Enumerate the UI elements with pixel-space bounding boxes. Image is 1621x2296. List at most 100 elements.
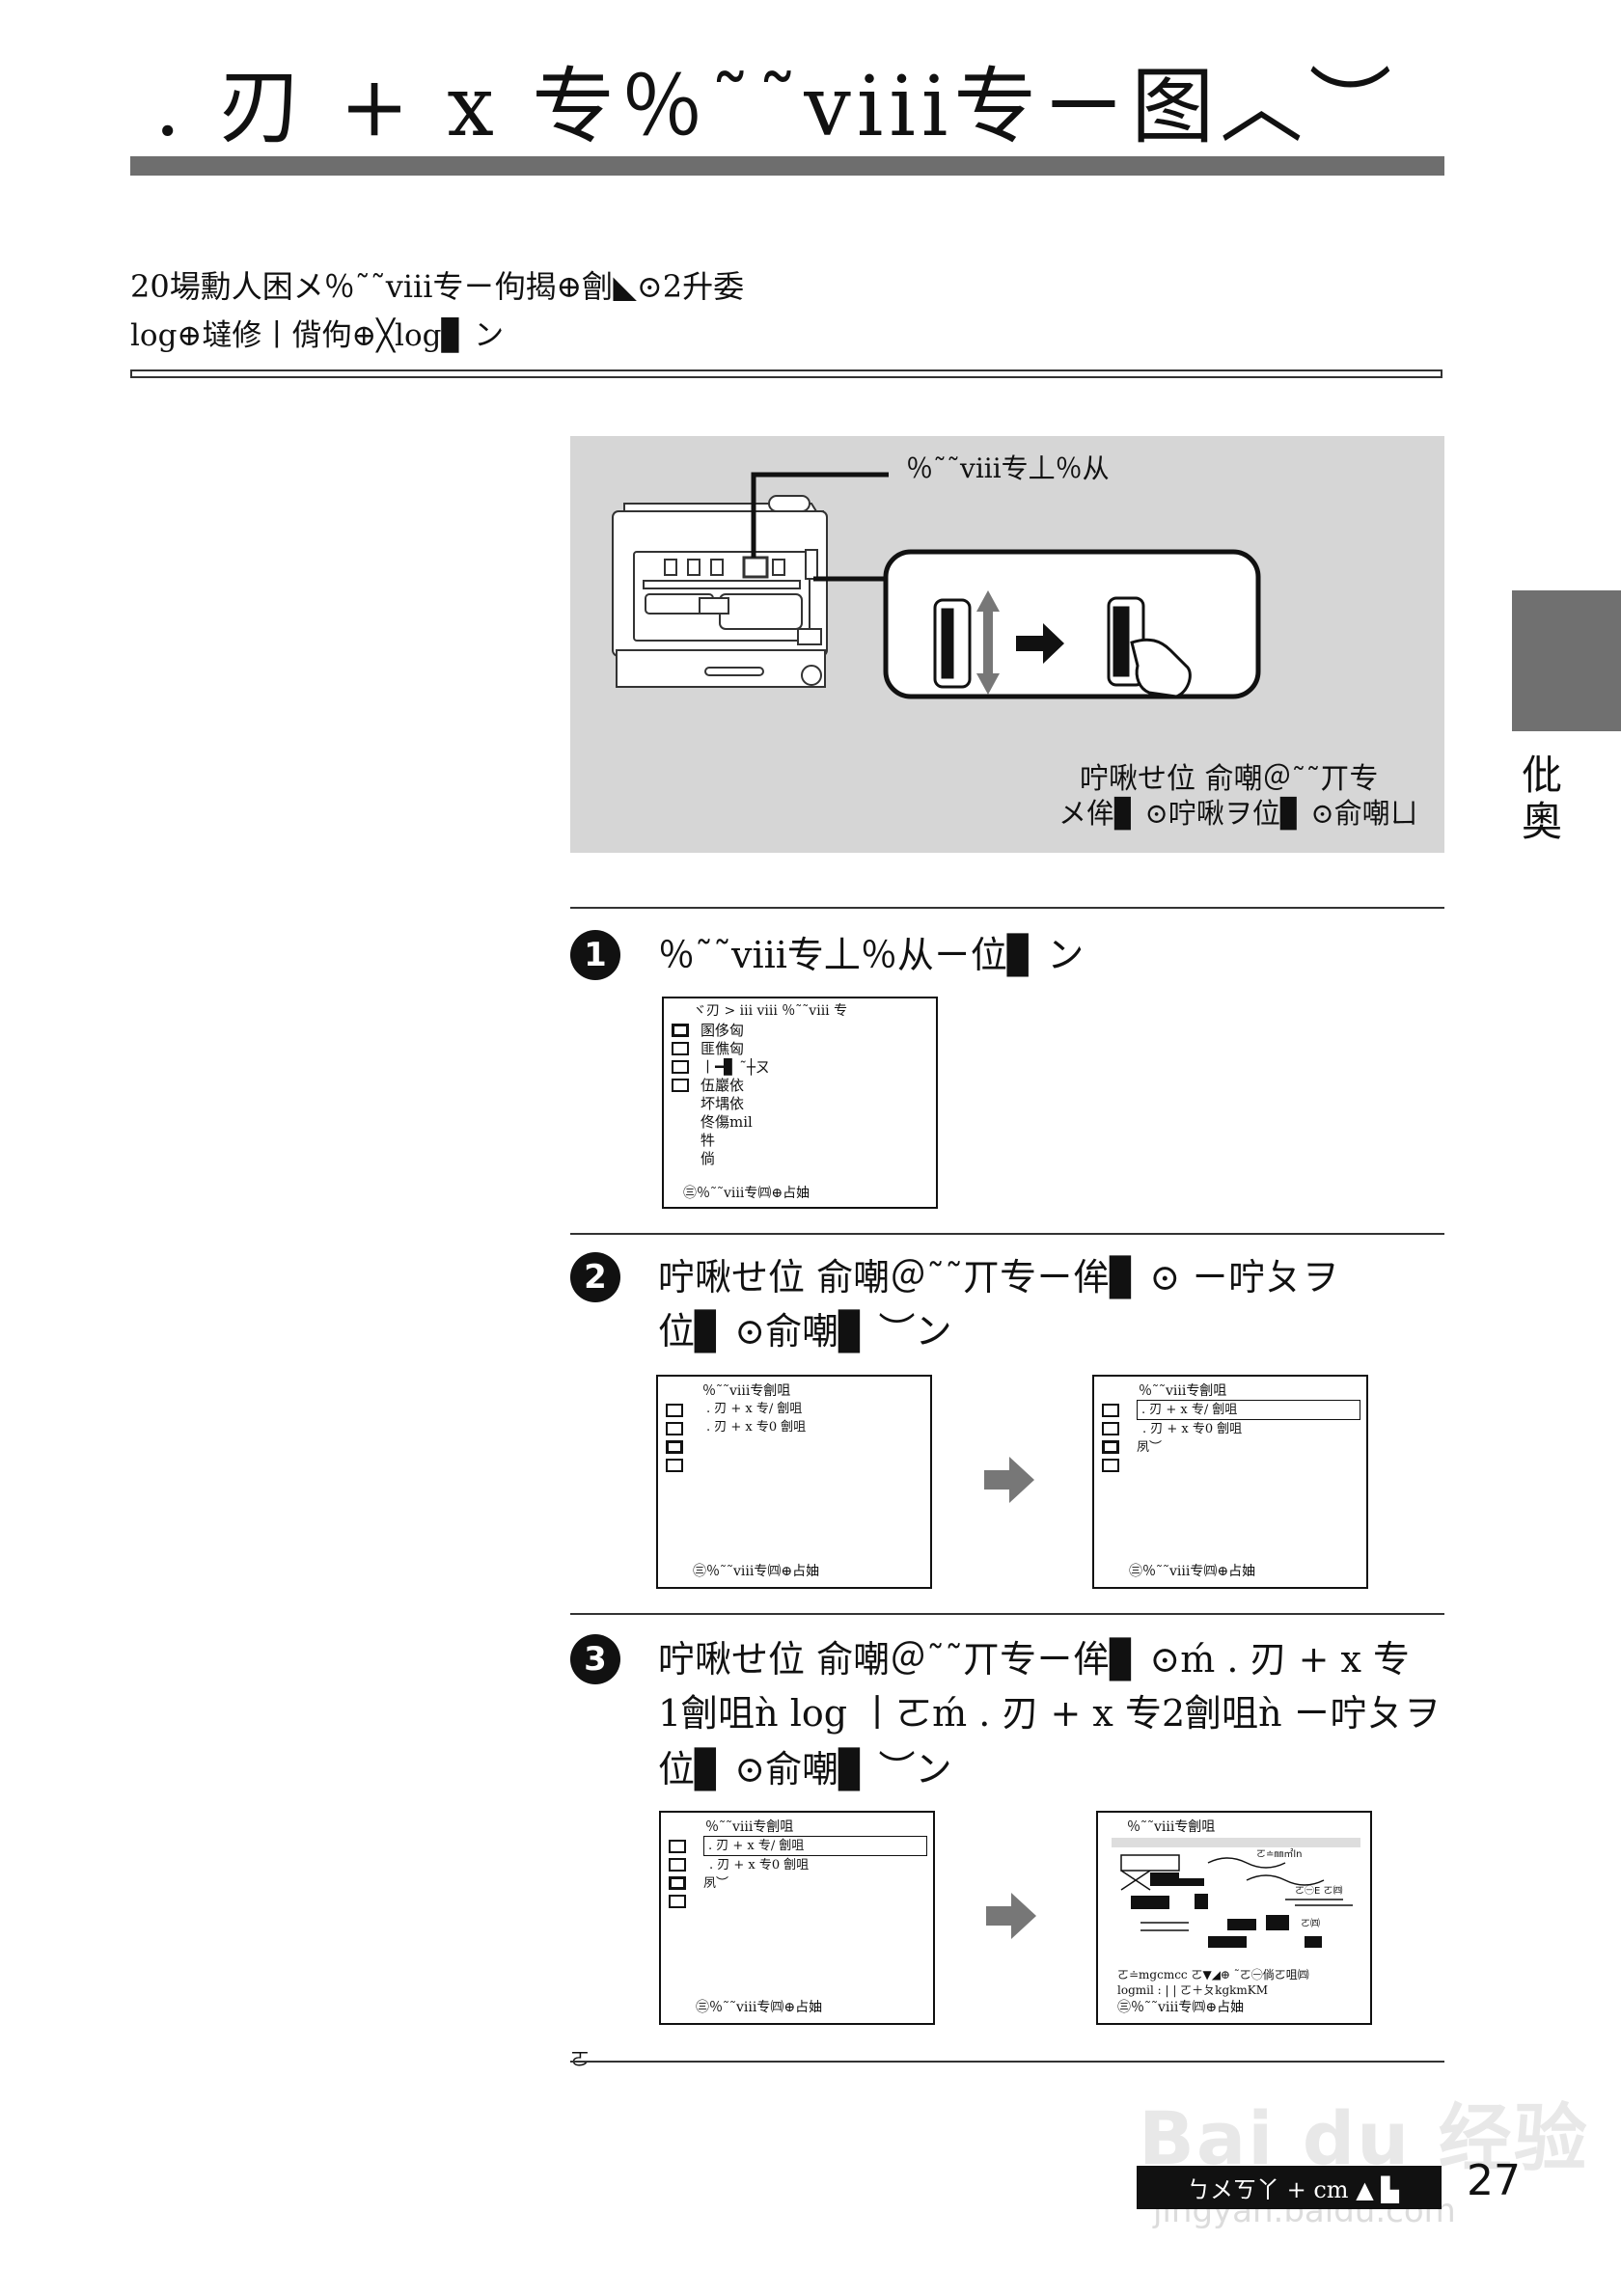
step-3-number: 3: [570, 1634, 620, 1684]
return-icon: [672, 1079, 689, 1092]
menu-item: 倘: [701, 1150, 716, 1167]
device-led-selected: [742, 556, 769, 579]
folder-icon: [669, 1840, 686, 1853]
step-1-text: ％˜˜viii专丄％从ㄧ位▊ ン: [658, 934, 1085, 976]
intro-rule: [130, 369, 1442, 378]
screen-header: ％˜˜viii专劊咀: [705, 1819, 794, 1835]
step-2-screen-after: ％˜˜viii专劊咀 . 刃 + x 专/ 劊咀 . 刃 + x 专0 劊咀 夙…: [1092, 1375, 1368, 1589]
step-2-text-line-1: 咛啾せ位 俞嘲＠˜˜丌专ㄧ侔▊ ⊙ ㄧ咛ㄆヲ: [658, 1256, 1339, 1298]
callout-line-top: [751, 472, 889, 558]
svg-text:ㄛ≐㎜㎡ln: ㄛ≐㎜㎡ln: [1256, 1848, 1303, 1860]
intro-line-2: log⊕墶修丨偝佝⊕╳log▊ ン: [130, 318, 505, 353]
menu-item: . 刃 + x 专0 劊咀: [1142, 1422, 1243, 1436]
jog-dial-left-icon: [933, 598, 972, 689]
step-3-rule: [570, 1613, 1444, 1615]
screen-footer: ㊂％˜˜viii专㈣⊕占妯: [1117, 2000, 1245, 2015]
menu-item: 丨━▊ ˜┼ㄡ: [701, 1058, 770, 1076]
section-tab-label: 仳 奧: [1515, 752, 1569, 845]
pencil-icon: [669, 1876, 686, 1890]
folder-icon: [1102, 1404, 1119, 1417]
screen-menu-list: . 刃 + x 专/ 劊咀 . 刃 + x 专0 劊咀 夙︶: [1137, 1400, 1360, 1457]
device-led: [710, 559, 724, 576]
device-side-port: [801, 665, 822, 686]
step-3-next-arrow-icon: [986, 1893, 1036, 1939]
step-3-text-line-1: 咛啾せ位 俞嘲＠˜˜丌专ㄧ侔▊ ⊙ḿ . 刃 + x 专: [658, 1638, 1411, 1681]
screen-icon-column: [669, 1840, 686, 1913]
menu-item: 牪: [701, 1132, 716, 1149]
character-row: ㄛ≐mgcmcc ㄛ▼◢⊕ ˜ㄛ㊀倘ㄛ咀㈣: [1117, 1968, 1309, 1982]
device-led: [664, 559, 677, 576]
device-top-knob: [768, 495, 810, 512]
up-down-arrow-icon: [976, 590, 1000, 695]
menu-item: 佟傷mil: [701, 1113, 753, 1131]
pencil-icon: [672, 1060, 689, 1074]
menu-item: 坏堣依: [701, 1095, 745, 1112]
device-illustration-panel: ％˜˜viii专丄％从 咛啾せ位 俞嘲＠˜˜丌专 メ侔▊ ⊙咛啾ヲ位▊ ⊙俞嘲ㄩ: [570, 436, 1444, 853]
step-2-rule: [570, 1233, 1444, 1235]
section-tab: [1512, 590, 1621, 731]
section-tab-label-line-2: 奧: [1521, 798, 1562, 845]
menu-item: 匪僬匈: [701, 1040, 745, 1057]
device-drawing: [612, 472, 1261, 699]
character-rows: ㄛ≐mgcmcc ㄛ▼◢⊕ ˜ㄛ㊀倘ㄛ咀㈣ logmil : | | ㄛ＋ㄆkg…: [1117, 1967, 1309, 1998]
bottom-rule: [570, 2061, 1444, 2063]
menu-item-extra: 夙︶: [703, 1876, 729, 1891]
step-2-number: 2: [570, 1252, 620, 1302]
illustration-note-line-2: メ侔▊ ⊙咛啾ヲ位▊ ⊙俞嘲ㄩ: [1058, 797, 1418, 830]
screen-icon-column: [1102, 1404, 1119, 1477]
camera-icon: [1102, 1422, 1119, 1435]
screen-footer: ㊂％˜˜viii专㈣⊕占妯: [696, 2000, 823, 2015]
continue-mark: ㄛ: [570, 2047, 590, 2070]
illustration-note-line-1: 咛啾せ位 俞嘲＠˜˜丌专: [1080, 762, 1379, 796]
svg-text:ㄛ㈣: ㄛ㈣: [1301, 1918, 1320, 1929]
step-3-screen-after: ％˜˜viii专劊咀 ㄛ≐㎜㎡ln ㄛ㊀E ㄛ㈣ ㄛ㈣ ㄛ≐mgcmcc: [1096, 1811, 1372, 2025]
character-row: logmil : | | ㄛ＋ㄆkgkmKM: [1117, 1983, 1269, 1997]
device-small-button: [699, 597, 729, 615]
screen-header: ％˜˜viii专劊咀: [1127, 1819, 1216, 1835]
screen-header: ヾ刃 > iii viii ％˜˜viii 专: [693, 1003, 848, 1019]
camera-icon: [666, 1422, 683, 1435]
screen-menu-list: . 刃 + x 专/ 劊咀 . 刃 + x 专0 劊咀: [706, 1400, 806, 1436]
menu-item: . 刃 + x 专0 劊咀: [709, 1858, 810, 1872]
device-side-control: [805, 549, 818, 580]
menu-item: 圂侈匈: [701, 1022, 745, 1039]
return-icon: [666, 1459, 683, 1472]
screen-header: ％˜˜viii专劊咀: [702, 1383, 791, 1399]
camera-icon: [669, 1858, 686, 1872]
screen-icon-column: [672, 1024, 689, 1097]
jog-dial-press-icon: [1107, 596, 1192, 698]
step-3-text-line-3: 位▊ ⊙俞嘲▊ ︶ン: [658, 1748, 952, 1790]
step-2-text-line-2: 位▊ ⊙俞嘲▊ ︶ン: [658, 1310, 952, 1353]
folder-icon: [672, 1024, 689, 1037]
section-tab-label-line-1: 仳: [1521, 752, 1562, 799]
screen-footer: ㊂％˜˜viii专㈣⊕占妯: [683, 1186, 810, 1201]
title-underline-bar: [130, 156, 1444, 176]
page-number: 27: [1467, 2156, 1521, 2205]
footer-chapter-tab: ㄅメㄎ丫 + cm ▲ ▙: [1137, 2166, 1442, 2209]
device-front-grip: [704, 667, 764, 676]
character-grid-graphic: ㄛ≐㎜㎡ln ㄛ㊀E ㄛ㈣ ㄛ㈣: [1112, 1838, 1360, 1948]
menu-item: 伍巖依: [701, 1077, 745, 1094]
step-1-screen: ヾ刃 > iii viii ％˜˜viii 专 圂侈匈 匪僬匈 丨━▊ ˜┼ㄡ …: [662, 997, 938, 1209]
step-1-rule: [570, 907, 1444, 909]
return-icon: [1102, 1459, 1119, 1472]
device-button-row: [643, 580, 801, 589]
screen-footer: ㊂％˜˜viii专㈣⊕占妯: [693, 1564, 820, 1579]
screen-footer: ㊂％˜˜viii专㈣⊕占妯: [1129, 1564, 1256, 1579]
screen-menu-list: 圂侈匈 匪僬匈 丨━▊ ˜┼ㄡ 伍巖依 坏堣依 佟傷mil 牪 倘: [701, 1022, 770, 1168]
screen-menu-list: . 刃 + x 专/ 劊咀 . 刃 + x 专0 劊咀 夙︶: [703, 1836, 927, 1893]
device-led: [687, 559, 701, 576]
menu-item: . 刃 + x 专/ 劊咀: [706, 1402, 803, 1416]
screen-header: ％˜˜viii专劊咀: [1139, 1383, 1227, 1399]
step-2-screen-before: ％˜˜viii专劊咀 . 刃 + x 专/ 劊咀 . 刃 + x 专0 劊咀 ㊂…: [656, 1375, 932, 1589]
svg-text:ㄛ㊀E ㄛ㈣: ㄛ㊀E ㄛ㈣: [1295, 1885, 1343, 1897]
folder-icon: [666, 1404, 683, 1417]
step-3-text-line-2: 1劊咀ǹ log 丨ㄛḿ . 刃 + x 专2劊咀ǹ ㄧ咛ㄆヲ: [658, 1692, 1441, 1735]
menu-item-extra: 夙︶: [1137, 1440, 1163, 1455]
menu-item: . 刃 + x 专0 劊咀: [706, 1420, 807, 1435]
callout-label: ％˜˜viii专丄％从: [906, 452, 1110, 484]
return-icon: [669, 1895, 686, 1908]
camera-icon: [672, 1042, 689, 1055]
page-title: . 刃 + x 专％˜˜viii专ㄧ图︿︶: [154, 59, 1398, 155]
pencil-icon: [1102, 1440, 1119, 1454]
